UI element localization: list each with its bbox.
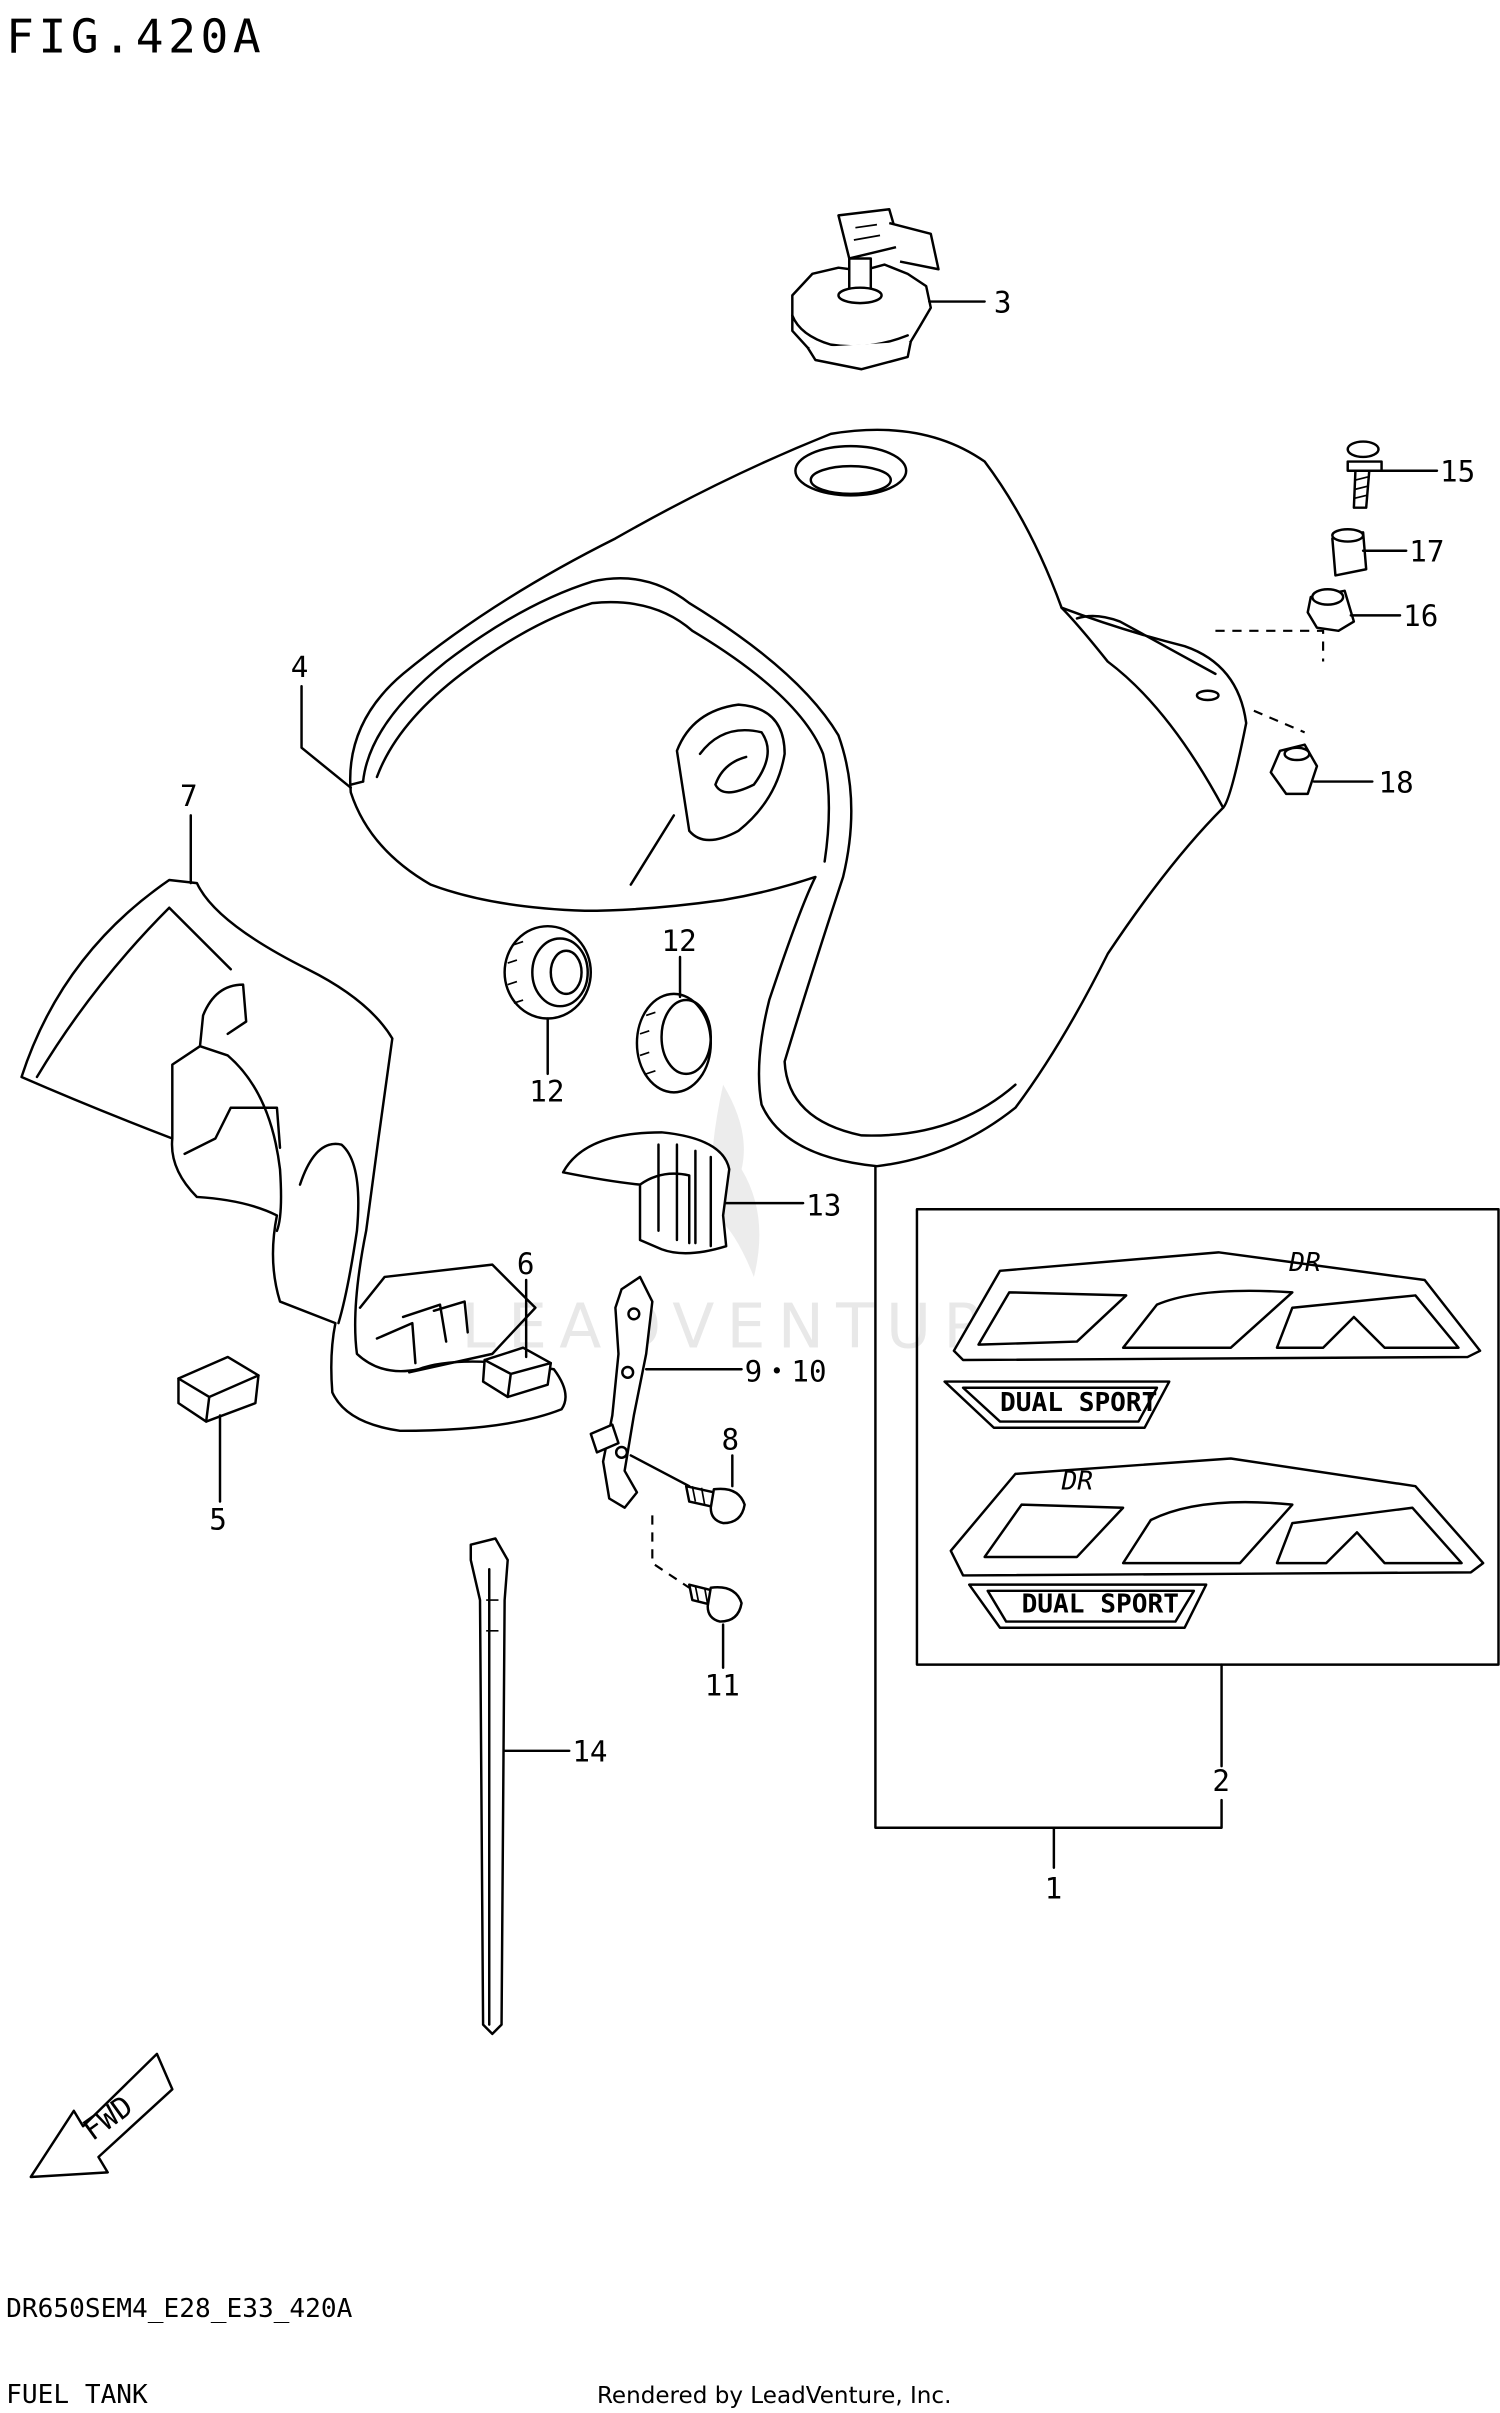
grommet-left[interactable] <box>503 924 593 1020</box>
decal-set-box[interactable]: DR DUAL SPORT DR DUAL SPORT <box>915 1208 1500 1666</box>
callout-4: 4 <box>291 650 309 684</box>
bracket-bolt-lower[interactable] <box>651 1515 743 1623</box>
pad-small[interactable] <box>481 1346 553 1399</box>
badge-bottom-text: DUAL SPORT <box>1022 1589 1179 1619</box>
callout-6: 6 <box>517 1247 535 1281</box>
pad-cushion[interactable] <box>177 1355 260 1423</box>
decal-bottom-logo: DR <box>1061 1466 1093 1496</box>
leader-dash-18 <box>1253 709 1306 734</box>
decal-dr-top[interactable]: DR <box>952 1248 1482 1362</box>
decal-dr-bottom[interactable]: DR <box>949 1457 1485 1577</box>
grommet-right[interactable] <box>635 992 713 1094</box>
callout-14: 14 <box>572 1735 607 1769</box>
callout-5: 5 <box>209 1502 227 1536</box>
callout-7: 7 <box>180 779 198 813</box>
tank-mount-cushion[interactable] <box>561 1131 731 1255</box>
leader-dash-16 <box>1215 629 1325 662</box>
watermark-text: LEADVENTURE <box>462 1291 1050 1363</box>
forward-arrow-icon: FWD <box>29 2052 174 2179</box>
tank-side-cover[interactable] <box>20 878 567 1433</box>
fuel-cap[interactable] <box>791 208 940 371</box>
callout-12-upper: 12 <box>662 924 697 958</box>
callout-1: 1 <box>1045 1872 1063 1906</box>
callout-18: 18 <box>1378 765 1413 799</box>
fuel-tank[interactable] <box>348 428 1248 1168</box>
callout-11: 11 <box>705 1668 740 1702</box>
bracket-bolt-upper[interactable] <box>629 1454 746 1525</box>
callout-labels: 3 15 17 16 18 4 7 12 12 13 6 9・10 8 5 11… <box>180 285 1475 1905</box>
badge-top-text: DUAL SPORT <box>1000 1388 1157 1418</box>
cable-tie[interactable] <box>469 1537 509 2036</box>
tank-cushion-lower[interactable] <box>1269 743 1319 796</box>
tank-cushion-upper[interactable] <box>1306 588 1356 633</box>
callout-13: 13 <box>806 1188 841 1222</box>
tank-bolt[interactable] <box>1346 440 1383 509</box>
callout-8: 8 <box>722 1422 740 1456</box>
decal-top-logo: DR <box>1288 1248 1320 1278</box>
callout-17: 17 <box>1409 535 1444 569</box>
leader-lines <box>189 300 1439 1869</box>
callout-15: 15 <box>1440 455 1475 489</box>
badge-dual-sport-top[interactable]: DUAL SPORT <box>943 1380 1171 1429</box>
badge-dual-sport-bottom[interactable]: DUAL SPORT <box>968 1583 1208 1629</box>
callout-2: 2 <box>1212 1764 1230 1798</box>
callout-9-10: 9・10 <box>745 1355 827 1389</box>
tank-collar[interactable] <box>1331 528 1368 577</box>
mounting-bracket[interactable] <box>589 1275 654 1509</box>
model-code: DR650SEM4_E28_E33_420A <box>6 2294 352 2324</box>
rendered-by: Rendered by LeadVenture, Inc. <box>597 2383 951 2409</box>
callout-16: 16 <box>1403 599 1438 633</box>
callout-3: 3 <box>994 285 1012 319</box>
callout-12-lower: 12 <box>529 1075 564 1109</box>
section-name: FUEL TANK <box>6 2380 148 2410</box>
watermark: LEADVENTURE <box>462 1084 1050 1363</box>
figure-title: FIG.420A <box>6 9 265 63</box>
